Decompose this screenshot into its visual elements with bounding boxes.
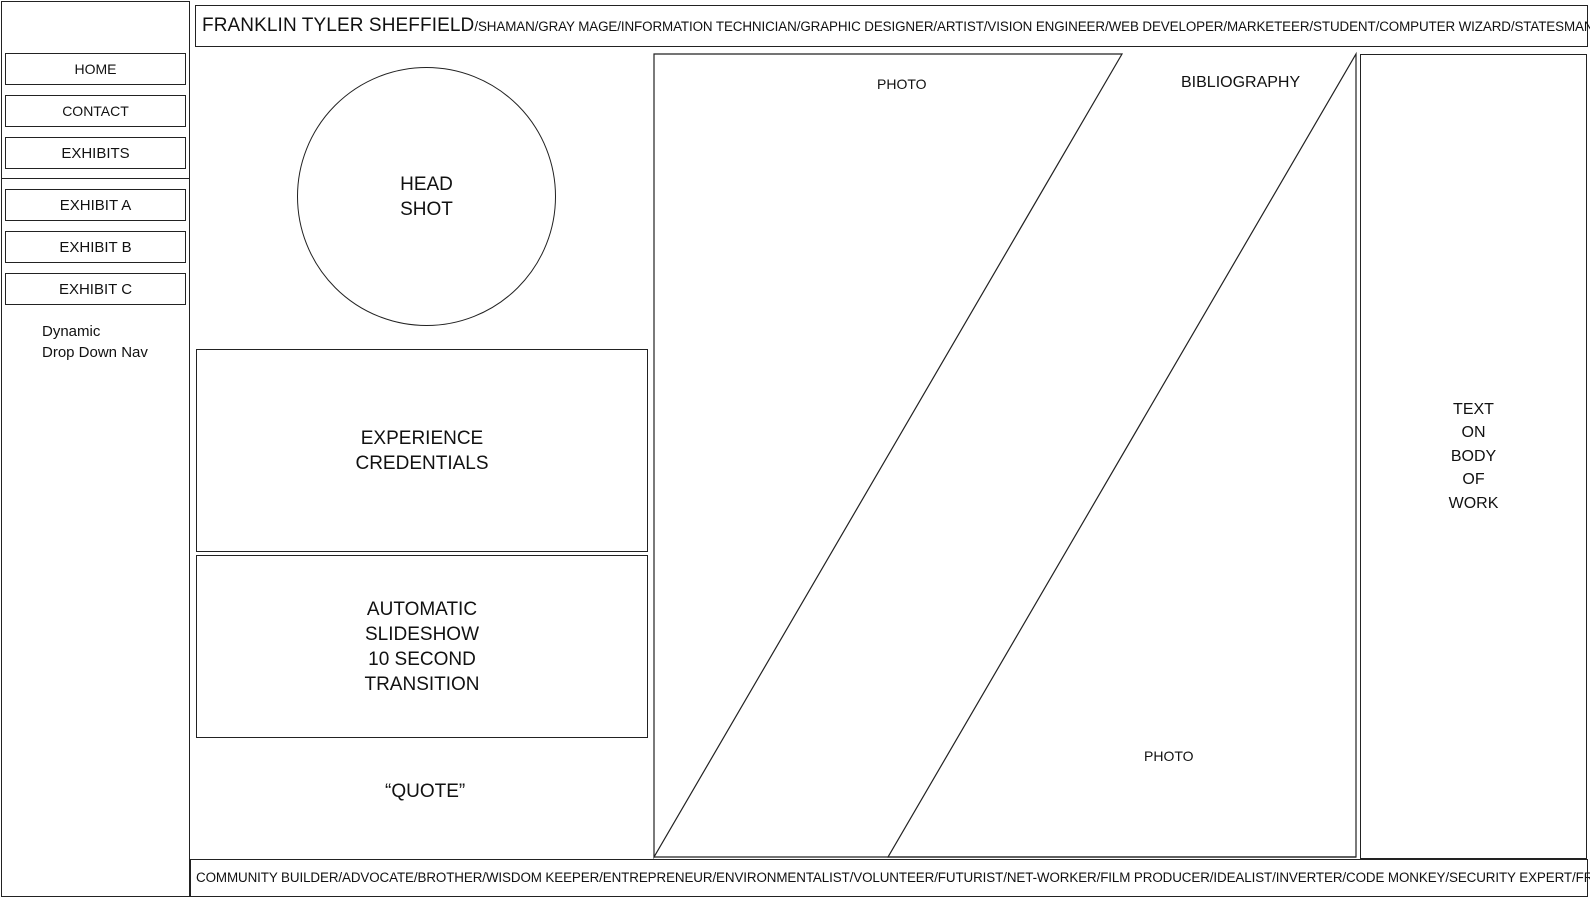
nav-exhibits-label: EXHIBITS bbox=[61, 144, 130, 162]
bibliography-label: BIBLIOGRAPHY bbox=[1181, 74, 1301, 91]
experience-credentials-box: EXPERIENCE CREDENTIALS bbox=[196, 349, 648, 552]
nav-contact-label: CONTACT bbox=[62, 103, 129, 119]
dropdown-nav-note: Dynamic Drop Down Nav bbox=[42, 323, 148, 361]
header-title: FRANKLIN TYLER SHEFFIELD/SHAMAN/GRAY MAG… bbox=[202, 15, 1590, 37]
headshot-placeholder: HEAD SHOT bbox=[297, 67, 556, 326]
photo-bottom-panel bbox=[886, 51, 1357, 858]
sidebar-divider bbox=[1, 178, 190, 179]
nav-home-button[interactable]: HOME bbox=[5, 53, 186, 85]
footer-roles: COMMUNITY BUILDER/ADVOCATE/BROTHER/WISDO… bbox=[196, 870, 1590, 885]
slideshow-box[interactable]: AUTOMATIC SLIDESHOW 10 SECOND TRANSITION bbox=[196, 555, 648, 738]
nav-exhibit-b-button[interactable]: EXHIBIT B bbox=[5, 231, 186, 263]
body-of-work-text-box: TEXT ON BODY OF WORK bbox=[1360, 54, 1587, 859]
nav-exhibits-button[interactable]: EXHIBITS bbox=[5, 137, 186, 169]
nav-home-label: HOME bbox=[74, 61, 117, 77]
header-name: FRANKLIN TYLER SHEFFIELD bbox=[202, 15, 475, 36]
nav-exhibit-a-button[interactable]: EXHIBIT A bbox=[5, 189, 186, 221]
header-banner: FRANKLIN TYLER SHEFFIELD/SHAMAN/GRAY MAG… bbox=[195, 5, 1590, 47]
photo-top-panel bbox=[653, 53, 1124, 860]
nav-exhibit-b-label: EXHIBIT B bbox=[59, 238, 132, 256]
header-roles: /SHAMAN/GRAY MAGE/INFORMATION TECHNICIAN… bbox=[474, 19, 1590, 34]
nav-exhibit-c-button[interactable]: EXHIBIT C bbox=[5, 273, 186, 305]
nav-exhibit-c-label: EXHIBIT C bbox=[58, 280, 133, 298]
nav-contact-button[interactable]: CONTACT bbox=[5, 95, 186, 127]
footer-banner: COMMUNITY BUILDER/ADVOCATE/BROTHER/WISDO… bbox=[190, 859, 1590, 897]
quote-text: “QUOTE” bbox=[385, 781, 466, 802]
photo-bottom-label: PHOTO bbox=[1144, 748, 1194, 764]
nav-exhibit-a-label: EXHIBIT A bbox=[59, 196, 132, 214]
photo-top-label: PHOTO bbox=[877, 76, 927, 92]
